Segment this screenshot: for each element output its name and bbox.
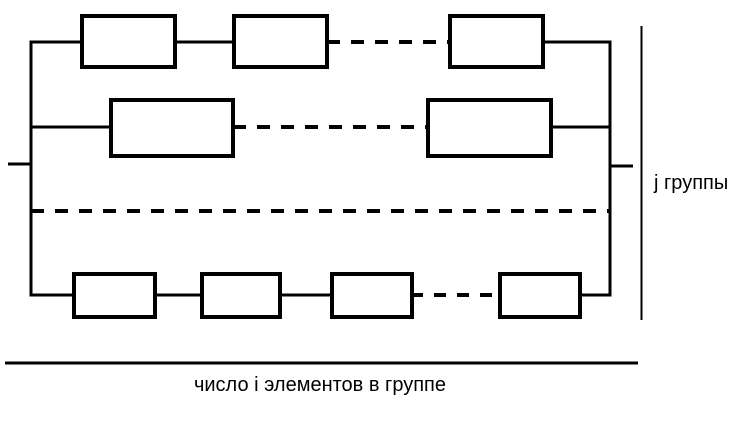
element-block [200,272,282,319]
terminals [8,162,633,168]
element-block [426,98,553,158]
element-block [80,14,177,69]
branch-row-bottom [31,272,611,319]
branch-row-top [31,14,611,69]
group-bracket-label: j группы [654,172,729,194]
bus-rails [29,40,612,297]
element-block [232,14,329,69]
element-block [448,14,545,69]
axis-caption-label: число i элементов в группе [193,374,447,396]
element-block [330,272,414,319]
branch-row-second [31,98,611,158]
element-block [72,272,157,319]
element-block [498,272,582,319]
element-block [109,98,235,158]
